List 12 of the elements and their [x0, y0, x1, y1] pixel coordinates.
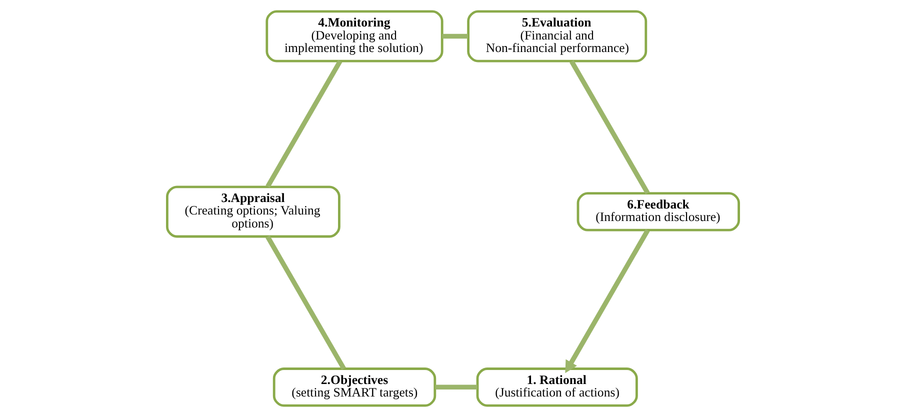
node-box: 3.Appraisal (Creating options; Valuing options) [166, 186, 340, 238]
connector [435, 384, 478, 390]
connector [266, 235, 346, 370]
node-box: 5.Evaluation (Financial and Non-financial performance) [467, 10, 648, 62]
node-box: 2.Objectives (setting SMART targets) [272, 368, 436, 407]
node-box: 6.Feedback (Information disclosure) [576, 192, 740, 232]
connector [266, 60, 342, 188]
node-box: 4.Monitoring (Developing and implementing the solution) [266, 10, 444, 62]
arrow [565, 228, 650, 374]
node-box: 1. Rational (Justification of actions) [476, 368, 638, 407]
connector [570, 60, 650, 194]
connector [442, 34, 468, 39]
